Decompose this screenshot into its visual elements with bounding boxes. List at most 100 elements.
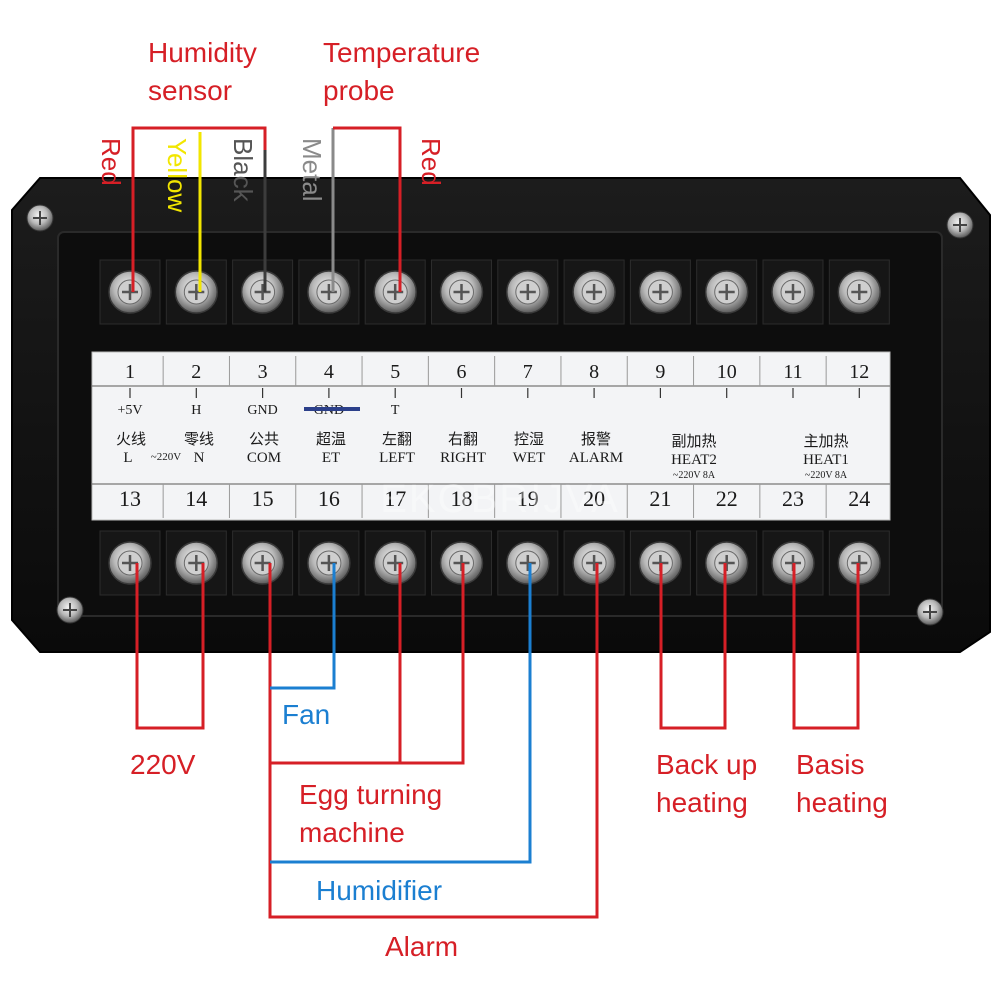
fn-cn-heat1: 主加热 bbox=[803, 433, 848, 450]
fn-cn-right: 右翻 bbox=[448, 431, 478, 448]
backup-heating-label: Back up heating bbox=[656, 749, 758, 818]
top-terminal-row bbox=[99, 259, 890, 325]
wire-label-red-right: Red bbox=[416, 138, 446, 186]
terminal-top bbox=[762, 259, 824, 325]
fn-cn-heat2: 副加热 bbox=[671, 433, 716, 450]
wire-label-yellow: Yellow bbox=[162, 138, 192, 213]
bottom-wiring bbox=[135, 563, 860, 919]
terminal-bottom bbox=[232, 530, 294, 596]
power-wire bbox=[135, 563, 205, 730]
temperature-probe-label: Temperature probe bbox=[323, 37, 481, 106]
terminal-bottom bbox=[497, 530, 559, 596]
terminal-signal-label: GND bbox=[247, 403, 277, 418]
fn-cn-alarm: 报警 bbox=[581, 431, 611, 448]
terminal-top bbox=[696, 259, 758, 325]
fn-cn-et: 超温 bbox=[316, 431, 346, 448]
corner-screw bbox=[56, 596, 84, 624]
egg-turning-wire bbox=[270, 563, 465, 765]
label-strip bbox=[91, 351, 891, 521]
terminal-number: 8 bbox=[589, 361, 599, 383]
fn-en-l: L bbox=[123, 450, 132, 466]
terminal-top bbox=[828, 259, 890, 325]
terminal-number: 14 bbox=[185, 486, 207, 511]
terminal-top bbox=[629, 259, 691, 325]
terminal-number: 6 bbox=[457, 361, 467, 383]
terminal-number: 12 bbox=[849, 361, 869, 383]
terminal-signal-label: H bbox=[191, 403, 201, 418]
terminal-top bbox=[298, 259, 360, 325]
fn-cn-com: 公共 bbox=[249, 431, 279, 448]
terminal-number: 11 bbox=[783, 361, 802, 383]
fn-en-et: ET bbox=[322, 450, 340, 466]
terminal-top bbox=[563, 259, 625, 325]
terminal-number: 16 bbox=[318, 486, 340, 511]
terminal-number: 10 bbox=[717, 361, 737, 383]
fn-en-n: N bbox=[194, 450, 205, 466]
fn-en-left: LEFT bbox=[379, 450, 415, 466]
fan-label: Fan bbox=[282, 699, 331, 730]
terminal-top bbox=[99, 259, 161, 325]
label-strip-text: 1+5V2H3GND4GND5T678910111213141516171819… bbox=[117, 356, 870, 518]
fan-wire-common bbox=[268, 563, 599, 919]
terminal-top bbox=[497, 259, 559, 325]
fn-cn-left: 左翻 bbox=[382, 431, 412, 448]
terminal-number: 9 bbox=[655, 361, 665, 383]
terminal-signal-label: T bbox=[391, 403, 400, 418]
humidity-sensor-label: Humidity sensor bbox=[148, 37, 257, 106]
fn-en-com: COM bbox=[247, 450, 281, 466]
terminal-number: 13 bbox=[119, 486, 141, 511]
top-wiring bbox=[131, 126, 402, 292]
terminal-number: 4 bbox=[324, 361, 334, 383]
humidifier-wire bbox=[270, 563, 532, 864]
terminal-bottom bbox=[165, 530, 227, 596]
fn-cn-n: 零线 bbox=[184, 431, 214, 448]
terminal-number: 1 bbox=[125, 361, 135, 383]
terminal-number: 2 bbox=[191, 361, 201, 383]
basis-heating-label: Basis heating bbox=[796, 749, 888, 818]
fn-en-heat2: HEAT2 bbox=[671, 452, 717, 468]
terminal-number: 23 bbox=[782, 486, 804, 511]
power-220v-label: 220V bbox=[130, 749, 196, 780]
terminal-number: 18 bbox=[451, 486, 473, 511]
bottom-terminal-row bbox=[99, 530, 890, 596]
terminal-number: 21 bbox=[649, 486, 671, 511]
red-wire-sensor bbox=[131, 126, 267, 292]
red-wire-probe bbox=[333, 126, 402, 292]
alarm-label: Alarm bbox=[385, 931, 459, 962]
terminal-number: 17 bbox=[384, 486, 406, 511]
terminal-top bbox=[364, 259, 426, 325]
terminal-number: 5 bbox=[390, 361, 400, 383]
watermark: EKOBRIJVA bbox=[380, 477, 620, 521]
fn-en-wet: WET bbox=[513, 450, 545, 466]
wire-label-red-left: Red bbox=[96, 138, 126, 186]
egg-turning-label: Egg turning machine bbox=[299, 779, 443, 848]
terminal-top bbox=[165, 259, 227, 325]
terminal-bottom bbox=[99, 530, 161, 596]
fn-cn-l: 火线 bbox=[116, 431, 146, 448]
terminal-number: 22 bbox=[716, 486, 738, 511]
terminal-signal-label: +5V bbox=[117, 403, 142, 418]
terminal-number: 20 bbox=[583, 486, 605, 511]
backup-heating-wire bbox=[659, 563, 727, 730]
terminal-number: 19 bbox=[517, 486, 539, 511]
terminal-number: 24 bbox=[848, 486, 870, 511]
fan-wire bbox=[270, 563, 336, 690]
fn-en-alarm: ALARM bbox=[569, 450, 623, 466]
fn-en-heat1: HEAT1 bbox=[803, 452, 849, 468]
corner-screw bbox=[26, 204, 54, 232]
terminal-bottom bbox=[364, 530, 426, 596]
corner-screw bbox=[946, 211, 974, 239]
terminal-number: 7 bbox=[523, 361, 533, 383]
wire-label-black: Black bbox=[228, 138, 258, 202]
mains-note: ~220V bbox=[151, 451, 181, 463]
terminal-bottom bbox=[696, 530, 758, 596]
terminal-top bbox=[431, 259, 492, 325]
terminal-bottom bbox=[298, 530, 360, 596]
humidifier-label: Humidifier bbox=[316, 875, 443, 906]
wire-label-metal: Metal bbox=[297, 138, 327, 202]
terminal-number: 15 bbox=[252, 486, 274, 511]
terminal-bottom bbox=[563, 530, 625, 596]
basis-heating-wire bbox=[792, 563, 860, 730]
